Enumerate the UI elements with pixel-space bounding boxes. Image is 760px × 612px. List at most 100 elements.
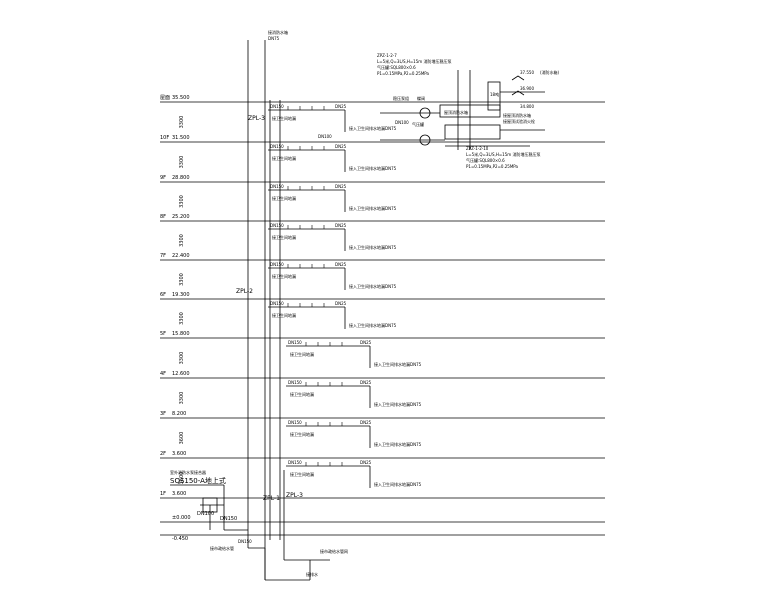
- spec2-line3: P1=0.15MPa,P2=0.25MPa: [466, 164, 519, 169]
- storey-height: 3600: [179, 472, 185, 485]
- spec1-line2: 气压罐:SQL800×0.6: [377, 64, 416, 70]
- tank-top: 18吨: [490, 91, 499, 97]
- branch-dn-start: DN150: [288, 380, 302, 385]
- spec2-title: ZPZ-1-2-10: [466, 146, 489, 151]
- riser-label-zpl3: ZPL-3: [248, 115, 265, 122]
- branch-note: 接入卫生间排水地漏DN75: [349, 205, 397, 211]
- floor-name: 9F: [160, 175, 166, 181]
- bottom-label-2: DN150: [238, 539, 252, 544]
- branch-note: 接入卫生间排水地漏DN75: [349, 165, 397, 171]
- label-right2: 接屋顶试验消火栓: [503, 118, 535, 124]
- floor-name: 10F: [160, 135, 169, 141]
- branch-dn-start: DN150: [270, 262, 284, 267]
- short-note: 接卫生间地漏: [290, 351, 314, 357]
- floor-elevation: 12.600: [172, 371, 190, 377]
- left-label: SQS150-A地上式: [170, 476, 226, 485]
- floor-name: 8F: [160, 214, 166, 220]
- tag-right: (消防水箱): [540, 69, 560, 75]
- branch-dn-start: DN150: [288, 340, 302, 345]
- branch-dn-end: DN25: [335, 184, 347, 189]
- storey-height: 3300: [179, 234, 185, 247]
- label-pump: 稳压泵组: [393, 95, 409, 101]
- floor-elevation: ±0.000: [172, 515, 191, 521]
- floor-name: 5F: [160, 331, 166, 337]
- storey-height: 3300: [179, 352, 185, 365]
- floor-elevation: 28.800: [172, 175, 190, 181]
- storey-height: 3300: [179, 273, 185, 286]
- branch-note: 接入卫生间排水地漏DN75: [374, 441, 422, 447]
- branch-note: 接入卫生间排水地漏DN75: [349, 125, 397, 131]
- floor-name: 6F: [160, 292, 166, 298]
- top-label: 接消防水箱: [268, 29, 288, 35]
- branch-note: 接入卫生间排水地漏DN75: [349, 322, 397, 328]
- branch-dn-end: DN25: [360, 340, 372, 345]
- branch-dn-end: DN25: [335, 104, 347, 109]
- floor-elevation: 8.200: [172, 411, 186, 417]
- branch-dn-end: DN25: [335, 301, 347, 306]
- spec1-line3: P1=0.15MPa,P2=0.25MPa: [377, 71, 430, 76]
- storey-height: 3600: [179, 432, 185, 445]
- spec2-line2: 气压罐:SQL800×0.6: [466, 157, 505, 163]
- floor-elevation: 19.300: [172, 292, 190, 298]
- branch-dn-end: DN25: [335, 144, 347, 149]
- base-elevation: -0.450: [172, 536, 188, 542]
- branch-note: 接入卫生间排水地漏DN75: [374, 481, 422, 487]
- short-note: 接卫生间地漏: [272, 273, 296, 279]
- floor-name: 2F: [160, 451, 166, 457]
- short-note: 接卫生间地漏: [272, 234, 296, 240]
- floor-elevation: 35.500: [172, 95, 190, 101]
- bottom-label-3: 接市政给水管网: [320, 548, 348, 554]
- short-note: 接卫生间地漏: [290, 431, 314, 437]
- storey-height: 3300: [179, 312, 185, 325]
- bottom-label-1: 接市政给水管: [210, 545, 234, 551]
- dn150-left: DN150: [220, 516, 237, 522]
- bottom-piping: [247, 535, 330, 581]
- floor-elevation: 31.500: [172, 135, 190, 141]
- bottom-label-4: 接排水: [306, 571, 318, 577]
- branch-note: 接入卫生间排水地漏DN75: [374, 401, 422, 407]
- short-note: 接卫生间地漏: [272, 155, 296, 161]
- left-pipe: [170, 484, 248, 531]
- roof-equipment: [380, 70, 545, 150]
- short-note: 接卫生间地漏: [272, 195, 296, 201]
- spec1-title: ZPZ-1-2-7: [377, 53, 397, 58]
- short-note: 接卫生间地漏: [272, 312, 296, 318]
- label-tank2: 气压罐: [412, 121, 424, 127]
- branch-note: 接入卫生间排水地漏DN75: [349, 244, 397, 250]
- spec2-line1: L=5米,Q=3L/S,H=15m 消防增压稳压泵: [466, 151, 540, 157]
- floor-name: 7F: [160, 253, 166, 259]
- storey-height: 3300: [179, 392, 185, 405]
- branch-dn-start: DN150: [288, 460, 302, 465]
- floor-elevation: 25.200: [172, 214, 190, 220]
- branch-dn-start: DN150: [270, 184, 284, 189]
- branch-note: 接入卫生间排水地漏DN75: [349, 283, 397, 289]
- storey-height: 3300: [179, 116, 185, 129]
- elev-2: 36.900: [520, 86, 534, 91]
- main-dn-label: DN100: [318, 134, 332, 139]
- elev-3: 34.800: [520, 104, 534, 109]
- riser-label-zpl1: ZPL-1: [263, 495, 280, 502]
- short-note: 接卫生间地漏: [272, 115, 296, 121]
- branch-dn-start: DN150: [270, 301, 284, 306]
- branch-dn-start: DN150: [288, 420, 302, 425]
- tank-label: 屋顶消防水箱: [444, 109, 468, 115]
- spec1-line1: L=5米,Q=3L/S,H=15m 消防增压稳压泵: [377, 58, 451, 64]
- branch-dn-start: DN150: [270, 144, 284, 149]
- branch-dn-start: DN150: [270, 104, 284, 109]
- elev-1: 37.550: [520, 70, 534, 75]
- short-note: 接卫生间地漏: [290, 391, 314, 397]
- storey-height: 3300: [179, 195, 185, 208]
- branch-dn-start: DN150: [270, 223, 284, 228]
- label-dn: DN100: [395, 120, 409, 125]
- storey-height: 3300: [179, 156, 185, 169]
- floor-name: 3F: [160, 411, 166, 417]
- top-dn: DN75: [268, 36, 280, 41]
- floor-elevation: 22.400: [172, 253, 190, 259]
- branch-dn-end: DN25: [360, 460, 372, 465]
- risers: [247, 40, 285, 580]
- branch-note: 接入卫生间排水地漏DN75: [374, 361, 422, 367]
- branch-dn-end: DN25: [360, 380, 372, 385]
